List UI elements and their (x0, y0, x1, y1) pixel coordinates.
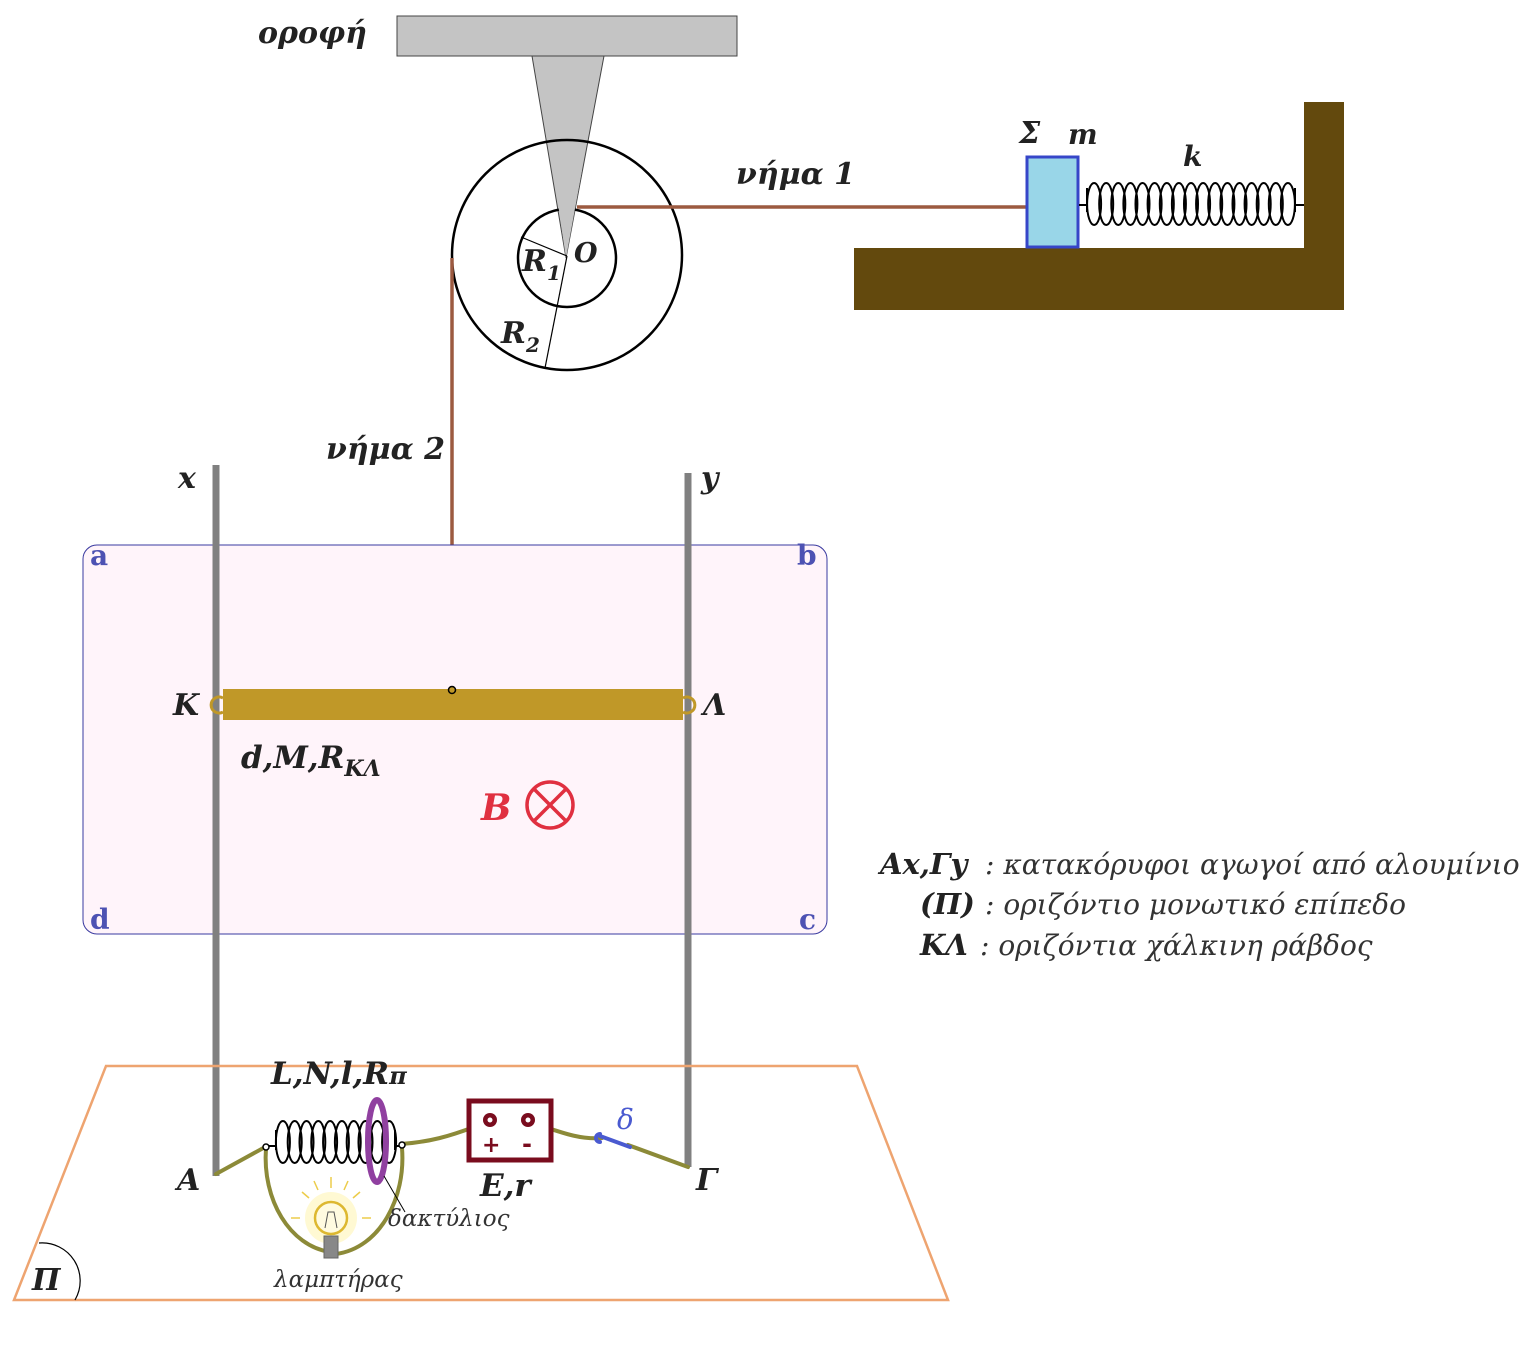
spring-loop (1170, 182, 1187, 226)
battery-plus-label: + (482, 1133, 500, 1158)
ground-base (854, 248, 1344, 310)
radius-r1-line (520, 236, 568, 257)
plane-pi (12, 1064, 950, 1302)
into-page-field-icon (525, 780, 575, 830)
r1-label: R1 (521, 244, 561, 285)
spring-loop (381, 1120, 398, 1164)
pulley-outer-disc (450, 138, 684, 372)
corner-c-label: c (799, 903, 816, 936)
spring-loop (1231, 182, 1248, 226)
ring-pointer (383, 1175, 406, 1213)
battery-params-label: E,r (479, 1168, 533, 1204)
spring-loop (274, 1120, 291, 1164)
point-a-label: Α (174, 1163, 200, 1198)
ground-wall (1304, 102, 1344, 310)
corner-d-label: d (90, 903, 110, 936)
switch-icon (594, 1132, 632, 1149)
point-l-label: Λ (700, 688, 726, 723)
ring-label: δακτύλιος (388, 1206, 510, 1232)
spring-label: k (1183, 140, 1202, 173)
block-sigma (1025, 155, 1080, 249)
corner-b-label: b (797, 539, 817, 572)
spring-loop (1110, 182, 1127, 226)
corner-a-label: a (90, 539, 108, 572)
spring-loop (1207, 182, 1224, 226)
pulley-support-tip (553, 170, 582, 258)
lamp-icon (291, 1177, 371, 1259)
r2-label: R2 (500, 316, 540, 357)
thread-2-label: νήμα 2 (326, 432, 445, 467)
coil-terminal-left (262, 1143, 270, 1151)
ring-l (682, 695, 697, 715)
ceiling-beam (396, 15, 738, 57)
spring-loop (1134, 182, 1151, 226)
field-label: B (480, 787, 511, 829)
rod-kl (223, 689, 683, 720)
point-k-label: Κ (172, 688, 201, 723)
spring-loop (1183, 182, 1199, 226)
ceiling-label: οροφή (258, 16, 367, 51)
point-g-label: Γ (695, 1163, 720, 1198)
spring-loop (357, 1120, 374, 1164)
spring-loop (1098, 182, 1115, 226)
spring-loop (1279, 182, 1296, 226)
plane-label: Π (31, 1263, 62, 1298)
spring-loop (286, 1120, 303, 1164)
rail-x-label: x (177, 461, 197, 496)
legend-desc-2: : οριζόντιο μονωτικό επίπεδο (985, 888, 1406, 921)
spring-loop (298, 1120, 315, 1164)
thread-1-label: νήμα 1 (736, 157, 855, 192)
pulley-support (531, 55, 605, 259)
spring-loop (1146, 182, 1163, 226)
spring-loop (1255, 182, 1272, 226)
spring-loop (322, 1120, 339, 1164)
spring-loop (1086, 182, 1103, 226)
spring-loop (1243, 182, 1260, 226)
center-label: O (574, 238, 598, 269)
legend-desc-3: : οριζόντια χάλκινη ράβδος (980, 929, 1373, 962)
battery-icon (466, 1098, 554, 1163)
battery-minus-label: - (522, 1130, 532, 1158)
block-label: Σ (1018, 116, 1041, 151)
legend: Αx,Γy : κατακόρυφοι αγωγοί από αλουμίνιο… (877, 847, 1519, 962)
radius-r2-line (544, 255, 568, 369)
magnetic-field-region (82, 544, 828, 935)
spring-loop (310, 1120, 327, 1164)
thread-attachment-point (447, 685, 457, 695)
spring-loop (1122, 182, 1139, 226)
spring-loop (345, 1120, 362, 1164)
ring-k (209, 695, 224, 715)
ring-around-coil (365, 1097, 389, 1185)
spring-loop (1195, 182, 1212, 226)
rod-params-label: d,M,RΚΛ (241, 740, 381, 782)
legend-desc-1: : κατακόρυφοι αγωγοί από αλουμίνιο (985, 848, 1519, 881)
coil-params-label: L,N,l,Rπ (270, 1056, 407, 1092)
mass-label: m (1068, 118, 1098, 151)
coil-icon (267, 1120, 402, 1164)
spring-loop (1158, 182, 1175, 226)
legend-key-1: Αx,Γy (877, 847, 969, 881)
legend-key-2: (Π) (920, 887, 975, 921)
lamp-label: λαμπτήρας (273, 1267, 403, 1293)
spring-loop (333, 1120, 350, 1164)
spring-loop (1219, 182, 1236, 226)
spring-icon (1079, 182, 1304, 226)
legend-key-3: ΚΛ (919, 928, 968, 962)
coil-terminal-right (398, 1141, 406, 1149)
plane-angle-arc (38, 1242, 81, 1301)
switch-label: δ (617, 1103, 634, 1136)
spring-loop (1267, 182, 1284, 226)
rail-y-label: y (700, 461, 721, 496)
